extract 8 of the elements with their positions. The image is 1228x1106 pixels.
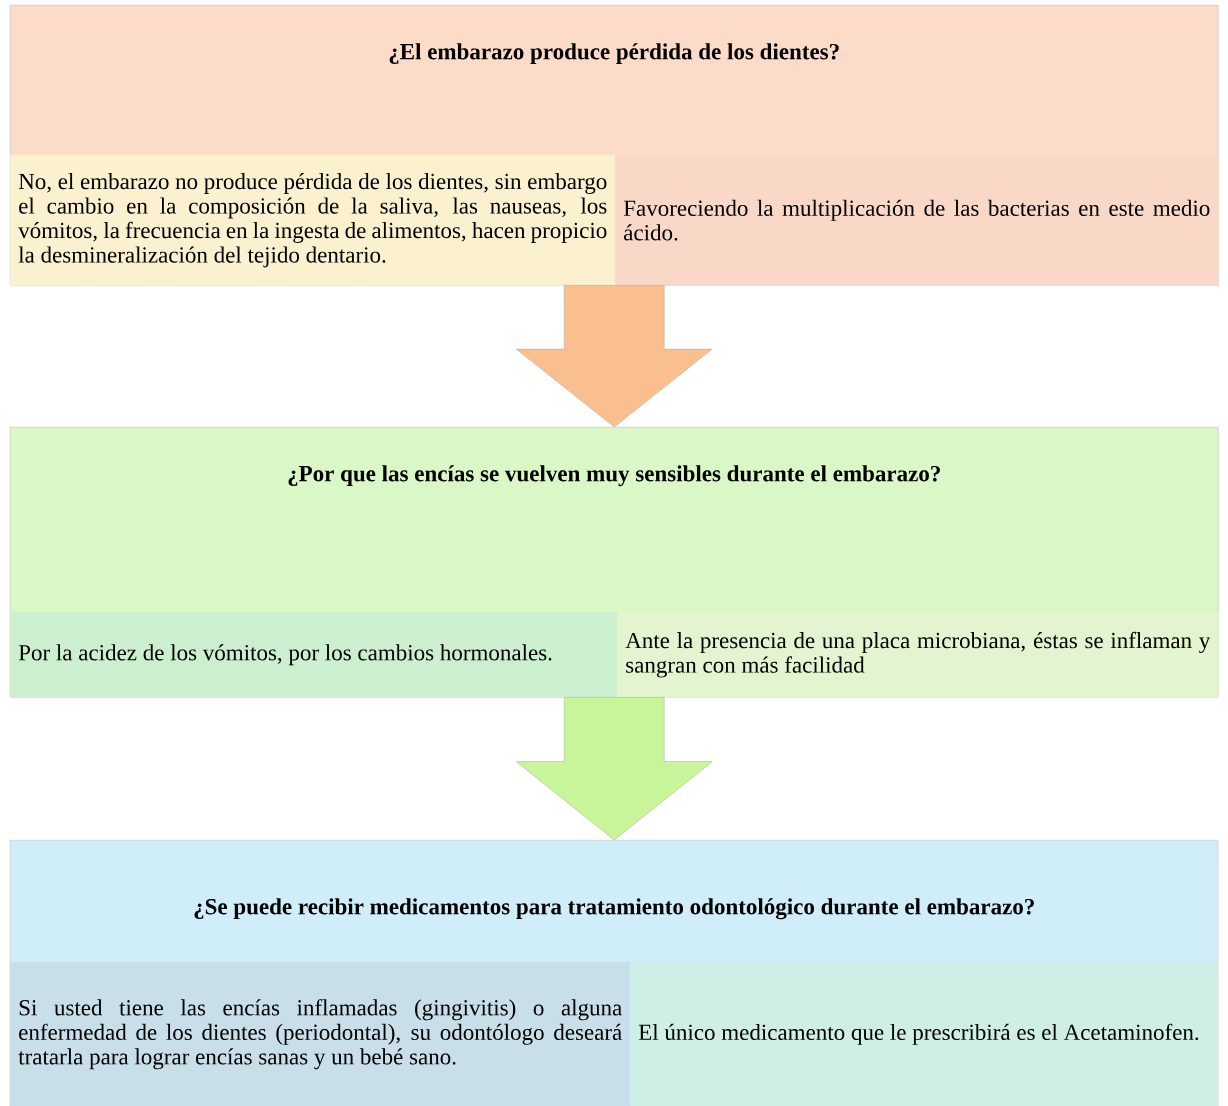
block-arrow bbox=[516, 697, 713, 841]
answer-box: El único medicamento que le prescribirá es el Acetaminofen. bbox=[630, 962, 1219, 1106]
answer-box: No, el embarazo no produce pérdida de los dientes, sin embargo el cambio en la composición de la saliva, las nauseas, los vómitos, la frecuencia en la ingesta de alimentos, hacen propicio la desmineralización del tejido dentario. bbox=[10, 155, 616, 286]
answer-box: Si usted tiene las encías inflamadas (gingivitis) o alguna enfermedad de los dientes (periodontal), su odontólogo deseará tratarla para lograr encías sanas y un bebé sano. bbox=[10, 962, 631, 1106]
answer-box: Por la acidez de los vómitos, por los cambios hormonales. bbox=[10, 612, 618, 698]
block-arrow bbox=[516, 285, 713, 428]
answer-box: Favoreciendo la multiplicación de las bacterias en este medio ácido. bbox=[615, 155, 1219, 286]
answer-box: Ante la presencia de una placa microbiana, éstas se inflaman y sangran con más facilidad bbox=[617, 612, 1219, 698]
